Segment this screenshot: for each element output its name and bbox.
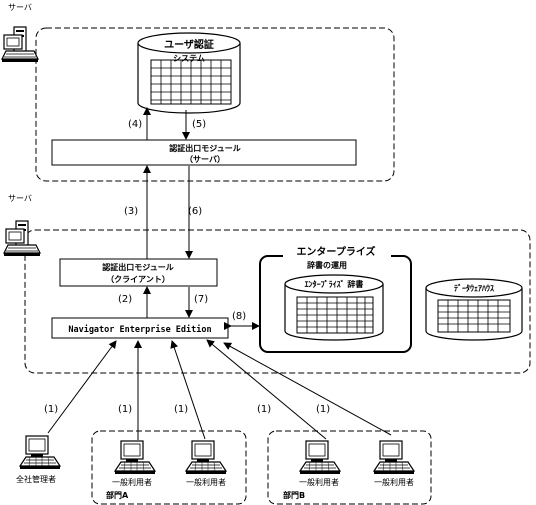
user-auth-system-title: ユーザ認証 [164, 38, 214, 51]
step-2-label: (2) [118, 294, 132, 305]
step-1-label-dept-a-user1: (1) [118, 404, 132, 415]
dept-a-user1-label: 一般利用者 [112, 477, 152, 487]
server-group-top [35, 27, 395, 182]
server-icon-bottom [3, 220, 41, 257]
step-1-label-dept-b-user1: (1) [257, 404, 271, 415]
auth-module-client-subtitle: （クライアント） [106, 274, 170, 284]
enterprise-dict-group-subtitle: 辞書の運用 [307, 260, 347, 270]
data-warehouse-cylinder [425, 278, 523, 341]
step-5-label: (5) [192, 119, 206, 130]
dept-a-group [91, 430, 247, 505]
auth-module-server-subtitle: （サーバ） [185, 154, 225, 164]
dept-b-user2-label: 一般利用者 [374, 477, 414, 487]
dept-a-label: 部門A [106, 490, 129, 500]
user-auth-table-grid [150, 59, 232, 105]
computer-icon-dept-b-user1 [299, 440, 341, 475]
step-6-label: (6) [188, 206, 202, 217]
enterprise-dict-cylinder [284, 274, 384, 341]
step-4-label: (4) [128, 119, 142, 130]
auth-module-server-box [51, 139, 357, 166]
user-auth-system-subtitle: システム [173, 54, 205, 63]
step-7-label: (7) [194, 294, 208, 305]
dept-b-group [267, 430, 432, 505]
arrow-1-admin [47, 340, 117, 434]
enterprise-dict-group-title: エンタープライズ [296, 245, 375, 258]
dept-b-user1-label: 一般利用者 [299, 477, 339, 487]
server-icon-top [1, 26, 39, 63]
arrow-1-dept-b-user2 [223, 342, 392, 436]
data-warehouse-table-grid [437, 299, 511, 333]
auth-module-client-box [59, 258, 218, 287]
admin-label: 全社管理者 [16, 474, 56, 484]
dept-a-user2-label: 一般利用者 [186, 477, 226, 487]
arrow-1-dept-b-user1 [206, 339, 327, 440]
step-3-label: (3) [124, 206, 138, 217]
enterprise-dict-label: ｴﾝﾀｰﾌﾟﾗｲｽﾞ 辞書 [305, 279, 364, 289]
arrow-1-dept-a-user2 [170, 340, 206, 440]
navigator-label: Navigator Enterprise Edition [68, 324, 211, 335]
dept-b-label: 部門B [283, 490, 305, 500]
step-8-label: (8) [232, 311, 246, 322]
data-warehouse-label: ﾃﾞｰﾀｳｪｱﾊｳｽ [454, 283, 494, 293]
computer-icon-dept-a-user2 [185, 440, 227, 475]
auth-module-client-title: 認証出口モジュール [102, 262, 173, 272]
computer-icon-dept-a-user1 [114, 440, 156, 475]
server-label-top: サーバ [8, 3, 32, 12]
server-label-bottom: サーバ [8, 194, 32, 203]
step-1-label-admin: (1) [44, 404, 58, 415]
server-group-bottom [24, 229, 531, 374]
step-1-label-dept-b-user2: (1) [316, 404, 330, 415]
enterprise-dict-table-grid [296, 296, 374, 334]
computer-icon-dept-b-user2 [373, 440, 415, 475]
step-1-label-dept-a-user2: (1) [174, 404, 188, 415]
user-auth-system-cylinder [137, 32, 241, 114]
computer-icon-admin [19, 435, 61, 470]
auth-module-server-title: 認証出口モジュール [169, 143, 240, 153]
